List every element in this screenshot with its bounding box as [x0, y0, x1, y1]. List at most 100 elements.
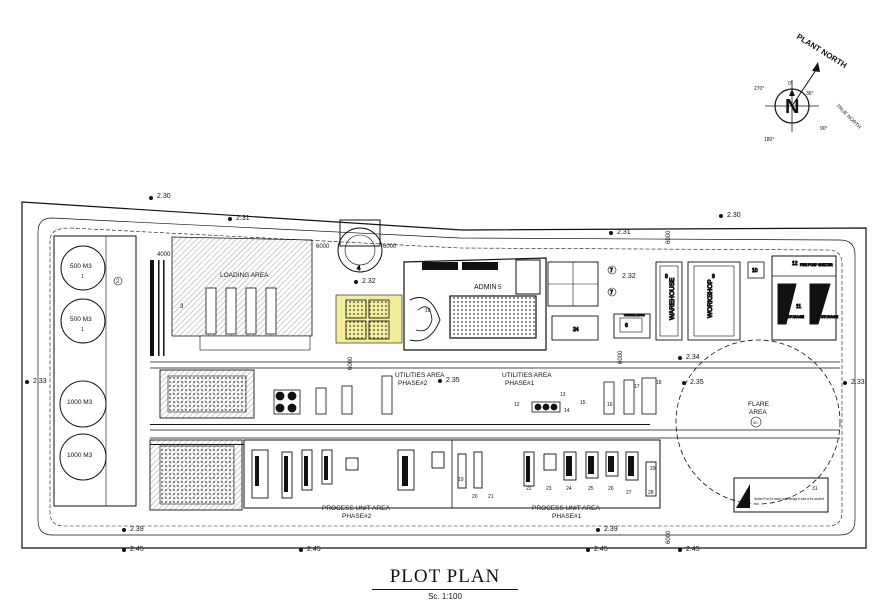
utilities-phase1-label: UTILITIES AREA — [502, 372, 552, 379]
svg-text:FIRE STORAGE: FIRE STORAGE — [778, 315, 805, 319]
control-room-label: CONTROL ROOM — [624, 314, 645, 317]
flare-area: FLARE AREA 30 Ambient Pool for waste wat… — [675, 339, 841, 513]
svg-text:25: 25 — [588, 486, 594, 492]
tank-capacity: 1000 M3 — [67, 399, 93, 406]
svg-text:2.33: 2.33 — [33, 378, 47, 385]
svg-text:16: 16 — [607, 402, 613, 408]
drawing-title: PLOT PLAN — [389, 566, 501, 587]
svg-text:3: 3 — [180, 304, 184, 310]
svg-text:1: 1 — [81, 274, 84, 280]
svg-text:PHASE#2: PHASE#2 — [398, 380, 428, 387]
tank-capacity: 500 M3 — [70, 263, 92, 270]
site-boundary — [21, 201, 867, 549]
svg-text:27: 27 — [626, 490, 632, 496]
admin-area: ADMIN 5 10 — [335, 257, 547, 351]
svg-text:2.35: 2.35 — [446, 377, 460, 384]
svg-text:PHASE#1: PHASE#1 — [552, 513, 582, 520]
svg-text:9: 9 — [712, 274, 715, 280]
drawing-scale: Sc. 1:100 — [428, 592, 462, 601]
svg-text:2: 2 — [116, 279, 120, 285]
process-phase1-label: PROCESS UNIT AREA — [532, 505, 600, 512]
svg-text:5: 5 — [498, 285, 502, 291]
svg-text:6000: 6000 — [618, 350, 624, 364]
svg-text:18: 18 — [656, 380, 662, 386]
loading-area: LOADING AREA 3 — [150, 236, 313, 356]
workshop-label: WORKSHOP — [707, 279, 714, 318]
svg-text:12: 12 — [792, 261, 798, 267]
svg-text:13: 13 — [560, 392, 566, 398]
admin-label: ADMIN — [474, 284, 497, 291]
svg-text:2.45: 2.45 — [594, 546, 608, 553]
svg-text:6000: 6000 — [348, 356, 354, 370]
svg-text:19: 19 — [458, 477, 464, 483]
pipe-rack — [150, 424, 650, 445]
process-phase2-label: PROCESS UNIT AREA — [322, 505, 390, 512]
svg-text:15: 15 — [580, 400, 586, 406]
svg-text:PHASE#2: PHASE#2 — [342, 513, 372, 520]
svg-text:2.45: 2.45 — [686, 546, 700, 553]
utilities-phase2-label: UTILITIES AREA — [395, 372, 445, 379]
utility-buildings-top: 7 7 24 6 CONTROL ROOM WAREHOUSE 8 WORKSH… — [547, 255, 839, 341]
svg-text:6: 6 — [625, 323, 628, 329]
svg-text:180°: 180° — [764, 137, 774, 143]
svg-text:8: 8 — [665, 274, 668, 280]
svg-text:17: 17 — [634, 384, 640, 390]
svg-text:2.33: 2.33 — [851, 379, 865, 386]
svg-text:2.31: 2.31 — [236, 215, 250, 222]
svg-text:2.31: 2.31 — [617, 229, 631, 236]
svg-text:24: 24 — [566, 486, 572, 492]
svg-text:6000: 6000 — [666, 530, 672, 544]
svg-text:2.34: 2.34 — [686, 354, 700, 361]
svg-text:14: 14 — [564, 408, 570, 414]
svg-text:2.35: 2.35 — [690, 379, 704, 386]
true-north-label: TRUE NORTH — [835, 103, 863, 131]
svg-text:4: 4 — [357, 266, 361, 272]
svg-text:4000: 4000 — [157, 252, 171, 258]
svg-text:22: 22 — [526, 486, 532, 492]
main-gate: 4 — [337, 219, 383, 273]
elevation-markers: 2.30 2.31 2.30 2.31 2.32 2.32 2.33 2.33 … — [25, 193, 865, 553]
svg-text:10: 10 — [425, 308, 431, 314]
svg-text:1: 1 — [81, 327, 84, 333]
svg-text:2.30: 2.30 — [727, 212, 741, 219]
svg-text:2.39: 2.39 — [130, 526, 144, 533]
process-unit-area: PROCESS UNIT AREA PHASE#2 PROCESS UNIT A… — [149, 439, 661, 520]
svg-text:31: 31 — [812, 486, 818, 492]
svg-text:2.45: 2.45 — [130, 546, 144, 553]
utilities-area: UTILITIES AREA PHASE#2 UTILITIES AREA PH… — [159, 369, 662, 419]
svg-text:36°: 36° — [806, 91, 814, 97]
svg-text:26: 26 — [608, 486, 614, 492]
tank-capacity: 1000 M3 — [67, 452, 93, 459]
svg-text:23: 23 — [546, 486, 552, 492]
north-arrow: PLANT NORTH N 0° 36° 270° 90° 180° TRUE … — [754, 32, 862, 143]
svg-text:2.45: 2.45 — [307, 546, 321, 553]
svg-text:10: 10 — [752, 268, 758, 274]
svg-text:6000: 6000 — [316, 244, 330, 250]
svg-text:7: 7 — [610, 268, 613, 274]
svg-text:30: 30 — [753, 420, 758, 425]
svg-text:PHASE#1: PHASE#1 — [505, 380, 535, 387]
ambient-pool-label: Ambient Pool for waste water storage in … — [754, 497, 824, 501]
dimension-labels: 6000 6000 6000 6000 6000 6000 4000 — [157, 230, 672, 544]
svg-text:90°: 90° — [820, 126, 828, 132]
svg-text:2.32: 2.32 — [622, 273, 636, 280]
svg-text:21: 21 — [488, 494, 494, 500]
svg-text:7: 7 — [610, 290, 613, 296]
svg-text:28: 28 — [648, 490, 654, 496]
north-letter: N — [785, 96, 799, 118]
svg-text:6000: 6000 — [383, 244, 397, 250]
svg-text:29: 29 — [650, 466, 656, 472]
warehouse-label: WAREHOUSE — [669, 277, 676, 320]
svg-text:2.30: 2.30 — [157, 193, 171, 200]
title-underline — [372, 589, 518, 590]
svg-text:20: 20 — [472, 494, 478, 500]
flare-area-label: FLARE — [748, 401, 770, 408]
svg-text:24: 24 — [573, 327, 579, 333]
svg-text:0°: 0° — [788, 81, 793, 87]
svg-text:11: 11 — [796, 304, 801, 310]
svg-text:270°: 270° — [754, 86, 764, 92]
plant-north-label: PLANT NORTH — [795, 32, 849, 70]
svg-text:FIRE STORAGE: FIRE STORAGE — [812, 315, 839, 319]
fire-pump-label: FIRE PUMP SHELTER — [800, 263, 833, 267]
svg-text:AREA: AREA — [749, 409, 767, 416]
